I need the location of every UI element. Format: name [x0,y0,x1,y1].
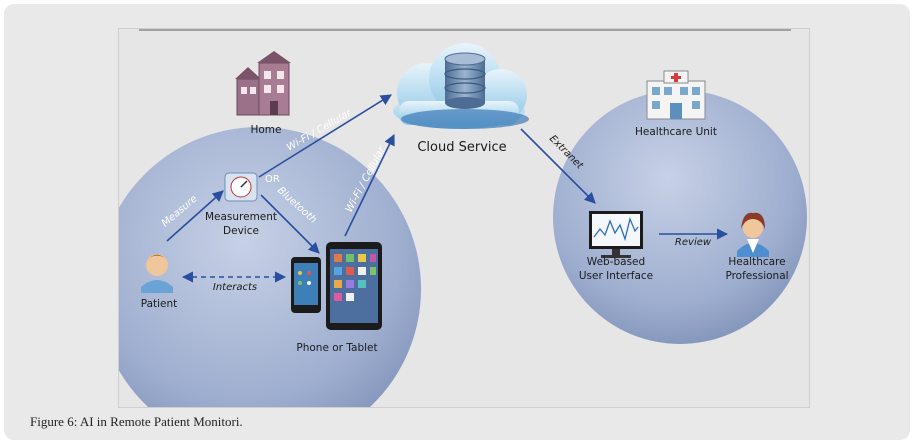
gauge-icon [224,172,258,202]
home-icon [235,51,291,116]
web-ui-label-line2: User Interface [579,270,653,282]
measurement-device-label-line2: Device [223,225,259,237]
phone-to-cloud-arrow [344,133,395,237]
tablet-icon [326,242,382,330]
healthcare-sphere [553,90,807,344]
healthcare-unit-label: Healthcare Unit [635,126,717,138]
device-to-phone-arrow [260,194,320,254]
remote-monitoring-diagram: Home Cloud Service [119,29,807,407]
patient-label: Patient [141,298,178,310]
cloud-to-web-ui-arrow [520,128,596,204]
cloud-icon [393,43,529,129]
home-to-cloud-arrow [258,94,392,178]
or-label: OR [265,174,280,185]
home-sphere [119,127,421,407]
home-label: Home [250,124,281,136]
hospital-icon [646,70,706,120]
review-label: Review [675,237,712,248]
doctor-icon [737,212,769,257]
measurement-device-label-line1: Measurement [205,211,277,223]
cloud-label: Cloud Service [417,140,506,155]
phone-tablet-label: Phone or Tablet [296,342,377,354]
figure-panel: Home Cloud Service [118,28,810,408]
patient-to-device-arrow [166,190,224,242]
professional-label-line1: Healthcare [728,256,785,268]
figure-frame: Home Cloud Service [4,4,910,440]
patient-icon [141,254,173,293]
monitor-icon [589,211,643,258]
web-ui-label-line1: Web-based [587,256,645,268]
phone-icon [291,257,321,313]
interacts-label: Interacts [213,282,257,293]
figure-caption: Figure 6: AI in Remote Patient Monitori. [30,414,243,429]
professional-label-line2: Professional [725,270,788,282]
